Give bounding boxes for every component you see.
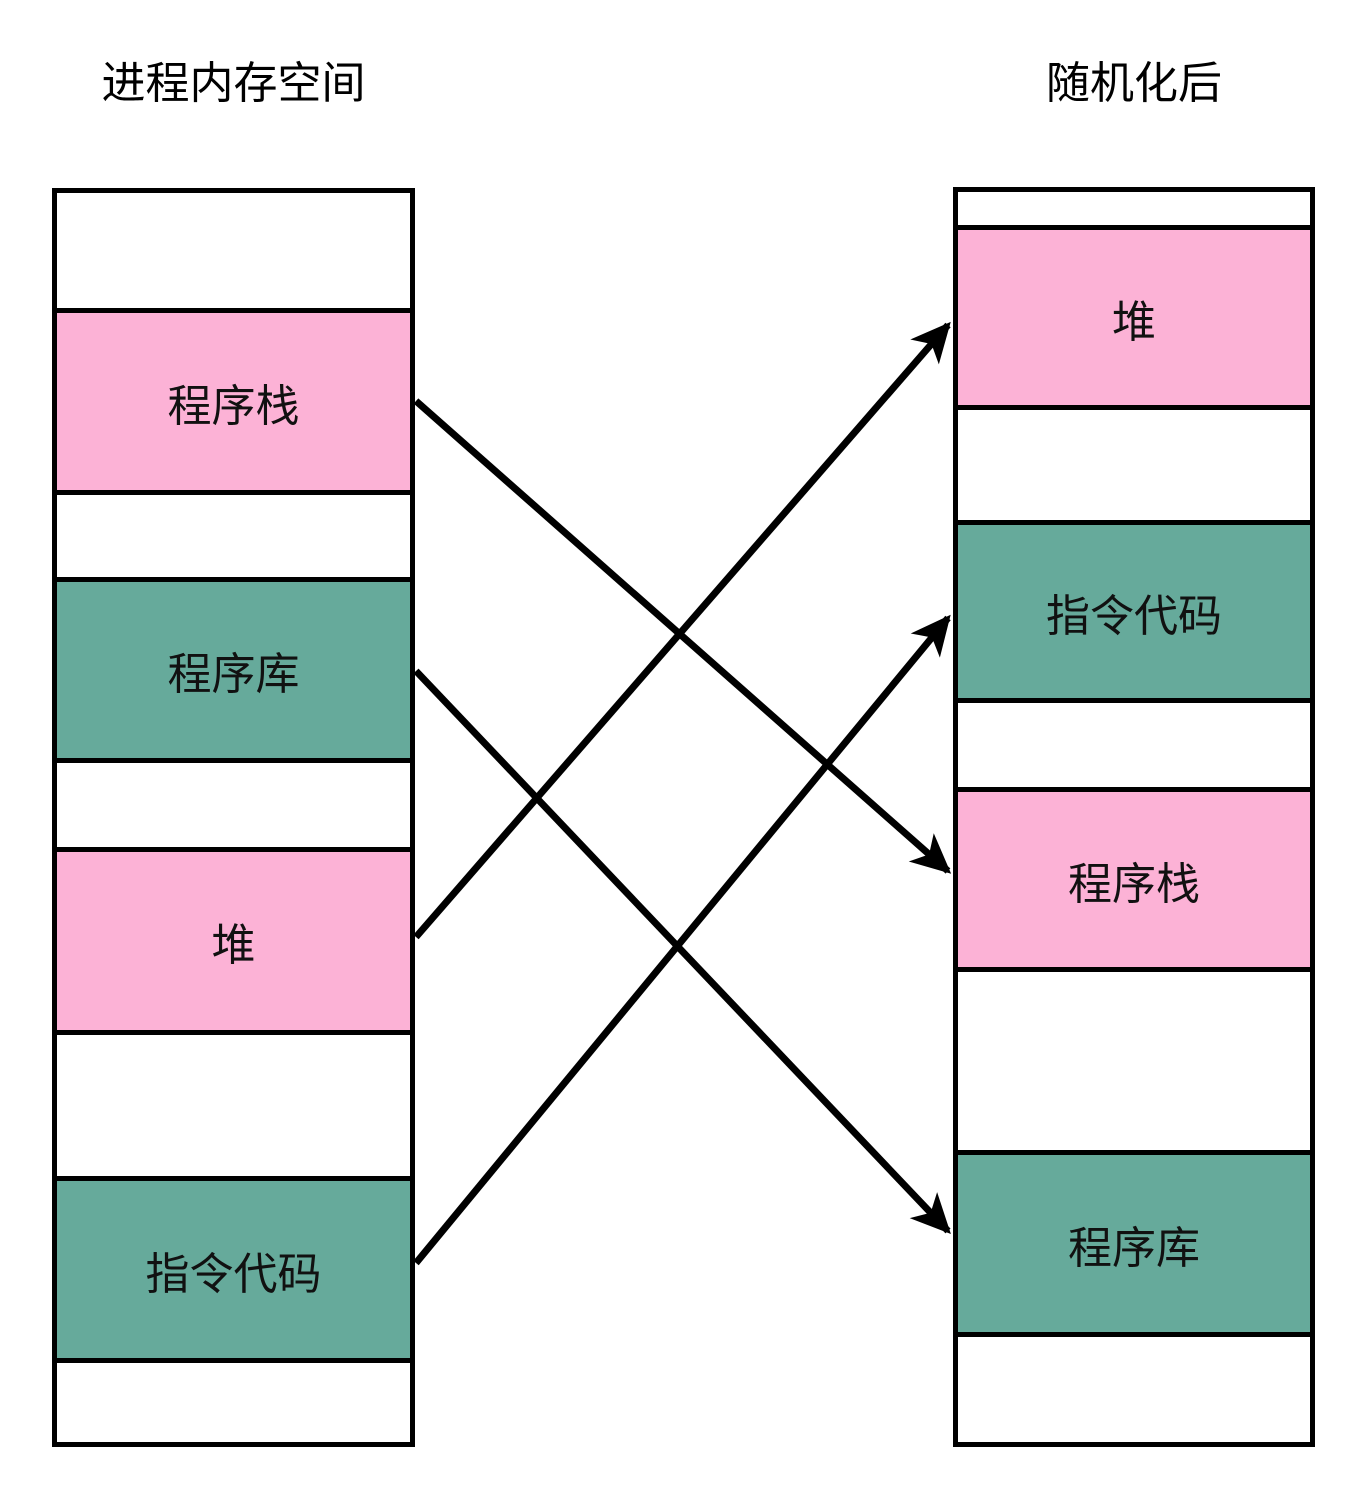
right-segment-heap-label: 堆	[1112, 297, 1156, 347]
arrow-stack-mapping	[413, 398, 952, 874]
left-segment-library-label: 程序库	[167, 650, 300, 699]
left-segment-code: 指令代码	[57, 1176, 410, 1358]
arrow-code-mapping	[413, 614, 951, 1266]
right-segment-code-label: 指令代码	[1046, 591, 1222, 641]
left-segment-stack: 程序栈	[57, 308, 410, 490]
right-segment-code: 指令代码	[958, 520, 1310, 698]
arrow-library-mapping	[413, 668, 951, 1235]
left-segment-empty-1	[57, 193, 410, 308]
right-segment-empty-3	[958, 698, 1310, 787]
arrow-heap-mapping	[413, 321, 951, 940]
right-segment-library-label: 程序库	[1068, 1223, 1200, 1273]
left-segment-heap: 堆	[57, 847, 410, 1030]
right-segment-empty-5	[958, 1332, 1310, 1442]
right-segment-stack: 程序栈	[958, 787, 1310, 967]
left-segment-empty-4	[57, 1030, 410, 1176]
left-column-title: 进程内存空间	[101, 59, 366, 108]
right-segment-library: 程序库	[958, 1150, 1310, 1332]
right-segment-empty-4	[958, 967, 1310, 1150]
left-segment-empty-2	[57, 490, 410, 577]
left-segment-empty-3	[57, 758, 410, 847]
left-segment-empty-5	[57, 1358, 410, 1442]
right-segment-empty-2	[958, 405, 1310, 520]
process-memory-column: 程序栈 程序库 堆 指令代码	[52, 188, 415, 1447]
randomized-memory-column: 堆 指令代码 程序栈 程序库	[953, 187, 1315, 1447]
left-segment-code-label: 指令代码	[145, 1249, 322, 1299]
left-segment-library: 程序库	[57, 577, 410, 758]
right-segment-heap: 堆	[958, 225, 1310, 405]
left-segment-stack-label: 程序栈	[167, 381, 300, 431]
right-column-title: 随机化后	[1046, 59, 1222, 108]
left-segment-heap-label: 堆	[211, 921, 256, 970]
right-segment-empty-1	[958, 192, 1310, 225]
right-segment-stack-label: 程序栈	[1068, 859, 1200, 909]
